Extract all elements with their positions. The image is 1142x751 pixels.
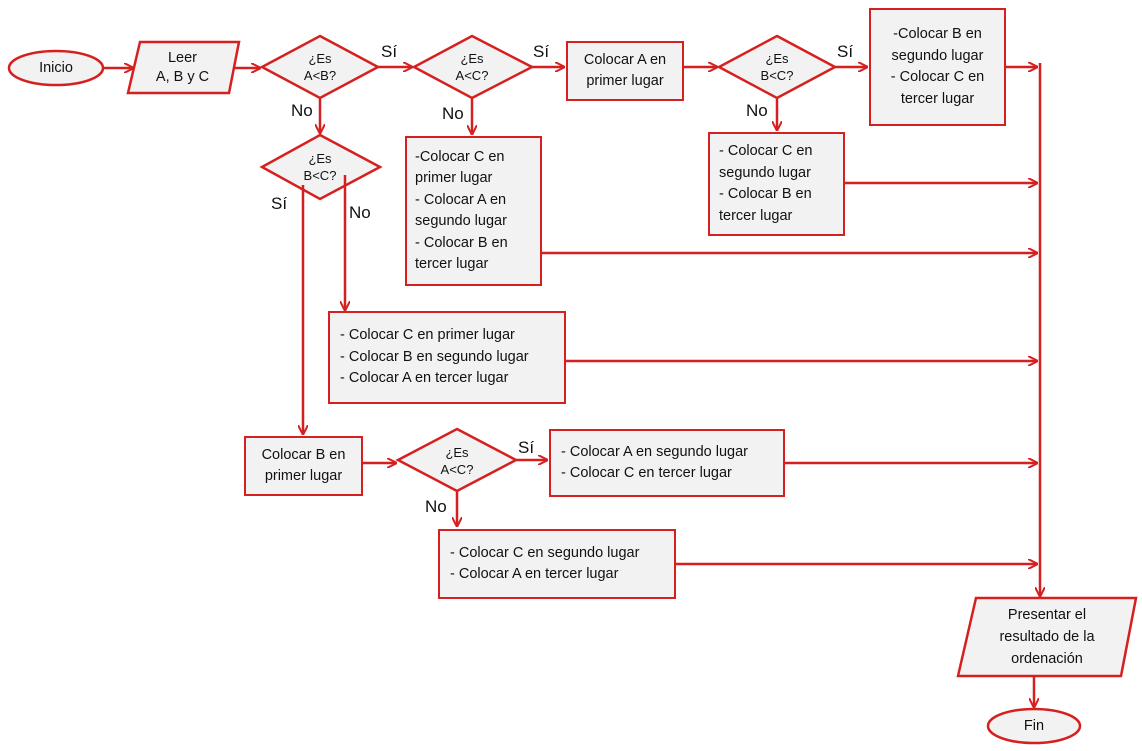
label-no-acb: No xyxy=(425,497,447,516)
label-yes-ab: Sí xyxy=(381,42,398,61)
box-a2-c3: - Colocar A en segundo lugar - Colocar C… xyxy=(549,429,785,497)
box-b2-c3: -Colocar B en segundo lugar - Colocar C … xyxy=(869,8,1006,126)
output-shape xyxy=(956,596,1138,678)
end-label: Fin xyxy=(1023,718,1045,734)
decision-b-lt-c-left xyxy=(259,133,383,201)
box-c1-a2-b3: -Colocar C en primer lugar - Colocar A e… xyxy=(405,136,542,286)
decision-a-lt-b-text: ¿Es A<B? xyxy=(303,51,337,83)
label-no-bc: No xyxy=(746,101,768,120)
label-yes-bcl: Sí xyxy=(271,194,288,213)
end-terminal xyxy=(986,707,1082,745)
label-yes-acb: Sí xyxy=(518,438,535,457)
box-b-first: Colocar B en primer lugar xyxy=(244,436,363,496)
label-no-ac: No xyxy=(442,104,464,123)
decision-b-lt-c-top-text: ¿Es B<C? xyxy=(760,51,794,83)
decision-b-lt-c-left-text: ¿Es B<C? xyxy=(303,151,337,183)
label-no-ab: No xyxy=(291,101,313,120)
label-no-bcl: No xyxy=(349,203,371,222)
read-input-shape xyxy=(126,40,241,95)
label-yes-bc: Sí xyxy=(837,42,854,61)
box-c2-b3: - Colocar C en segundo lugar - Colocar B… xyxy=(708,132,845,236)
decision-a-lt-c-top-text: ¿Es A<C? xyxy=(455,51,489,83)
box-a-first: Colocar A en primer lugar xyxy=(566,41,684,101)
start-label: Inicio xyxy=(39,60,73,76)
box-c1-b2-a3: - Colocar C en primer lugar - Colocar B … xyxy=(328,311,566,404)
read-input-text: Leer A, B y C xyxy=(155,50,210,85)
box-c2-a3: - Colocar C en segundo lugar - Colocar A… xyxy=(438,529,676,599)
decision-a-lt-c-bottom-text: ¿Es A<C? xyxy=(440,445,474,477)
output-text: Presentar el resultado de la ordenación xyxy=(999,607,1095,667)
label-yes-ac: Sí xyxy=(533,42,550,61)
